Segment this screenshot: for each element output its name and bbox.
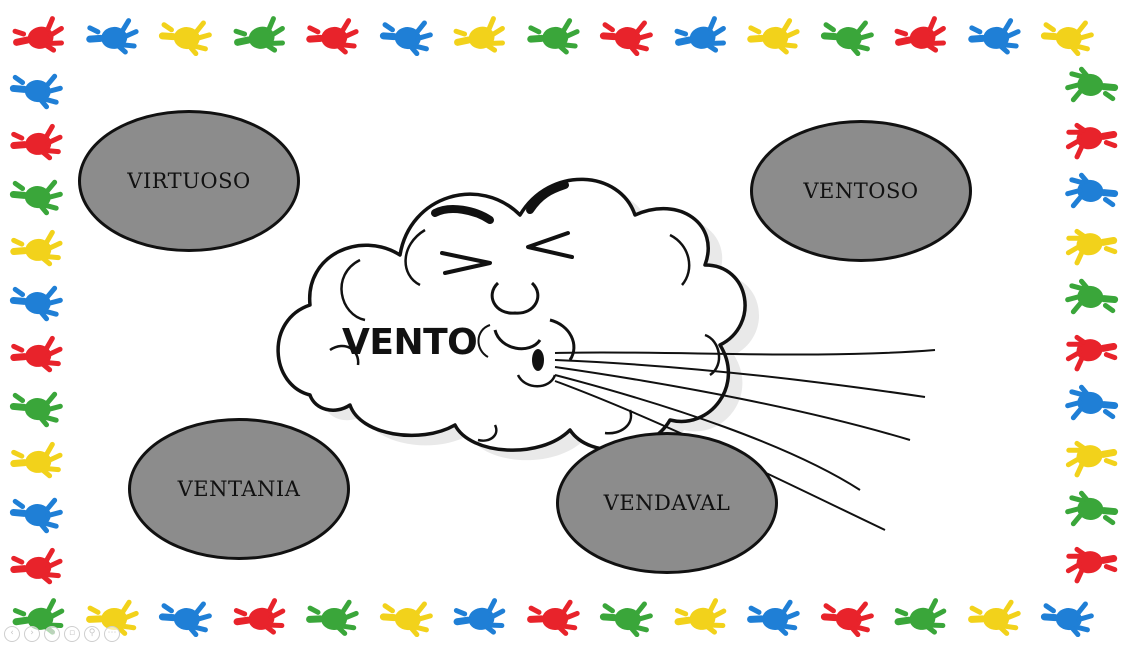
handprint-icon (8, 330, 66, 376)
handprint-icon (819, 593, 877, 639)
bubble-label: VENDAVAL (603, 491, 731, 515)
handprint-icon (304, 12, 362, 58)
handprint-icon (1062, 383, 1120, 429)
pen-icon[interactable]: ✎ (44, 626, 60, 642)
handprint-icon (1039, 12, 1097, 58)
wind-cloud-icon (276, 177, 936, 531)
handprint-icon (1039, 593, 1097, 639)
handprint-icon (231, 593, 289, 639)
handprint-icon (84, 12, 142, 58)
handprint-icon (304, 593, 362, 639)
handprint-icon (1062, 277, 1120, 323)
presentation-toolbar: ‹ › ✎ ▫ ⚲ ⋯ (4, 626, 120, 642)
handprint-icon (8, 65, 66, 111)
handprint-icon (892, 12, 950, 58)
handprint-icon (231, 12, 289, 58)
handprint-icon (525, 12, 583, 58)
handprint-icon (8, 383, 66, 429)
handprint-icon (8, 489, 66, 535)
handprint-icon (8, 277, 66, 323)
handprint-icon (966, 593, 1024, 639)
next-icon[interactable]: › (24, 626, 40, 642)
bubble-label: VENTOSO (803, 179, 919, 203)
handprint-icon (598, 12, 656, 58)
handprint-icon (819, 12, 877, 58)
handprint-icon (451, 593, 509, 639)
handprint-icon (8, 436, 66, 482)
handprint-icon (745, 593, 803, 639)
handprint-icon (378, 12, 436, 58)
zoom-icon[interactable]: ⚲ (84, 626, 100, 642)
handprint-icon (1062, 118, 1120, 164)
bubble-label: VENTANIA (177, 477, 301, 501)
bubble-vendaval[interactable]: VENDAVAL (556, 432, 778, 574)
handprint-icon (157, 12, 215, 58)
handprint-icon (1062, 330, 1120, 376)
handprint-icon (892, 593, 950, 639)
handprint-icon (157, 593, 215, 639)
handprint-icon (672, 12, 730, 58)
handprint-icon (1062, 224, 1120, 270)
handprint-icon (451, 12, 509, 58)
slides-icon[interactable]: ▫ (64, 626, 80, 642)
bubble-label: VIRTUOSO (127, 169, 251, 193)
center-word: VENTO (342, 322, 478, 363)
handprint-icon (8, 171, 66, 217)
prev-icon[interactable]: ‹ (4, 626, 20, 642)
bubble-virtuoso[interactable]: VIRTUOSO (78, 110, 300, 252)
handprint-icon (745, 12, 803, 58)
handprint-icon (966, 12, 1024, 58)
handprint-icon (672, 593, 730, 639)
handprint-icon (8, 542, 66, 588)
handprint-icon (1062, 436, 1120, 482)
bubble-ventoso[interactable]: VENTOSO (750, 120, 972, 262)
bubble-ventania[interactable]: VENTANIA (128, 418, 350, 560)
handprint-icon (10, 12, 68, 58)
handprint-icon (525, 593, 583, 639)
handprint-icon (8, 224, 66, 270)
more-icon[interactable]: ⋯ (104, 626, 120, 642)
handprint-icon (8, 118, 66, 164)
handprint-icon (1062, 542, 1120, 588)
handprint-icon (378, 593, 436, 639)
handprint-icon (1062, 65, 1120, 111)
handprint-icon (1062, 489, 1120, 535)
handprint-icon (84, 593, 142, 639)
handprint-icon (598, 593, 656, 639)
handprint-icon (1062, 171, 1120, 217)
